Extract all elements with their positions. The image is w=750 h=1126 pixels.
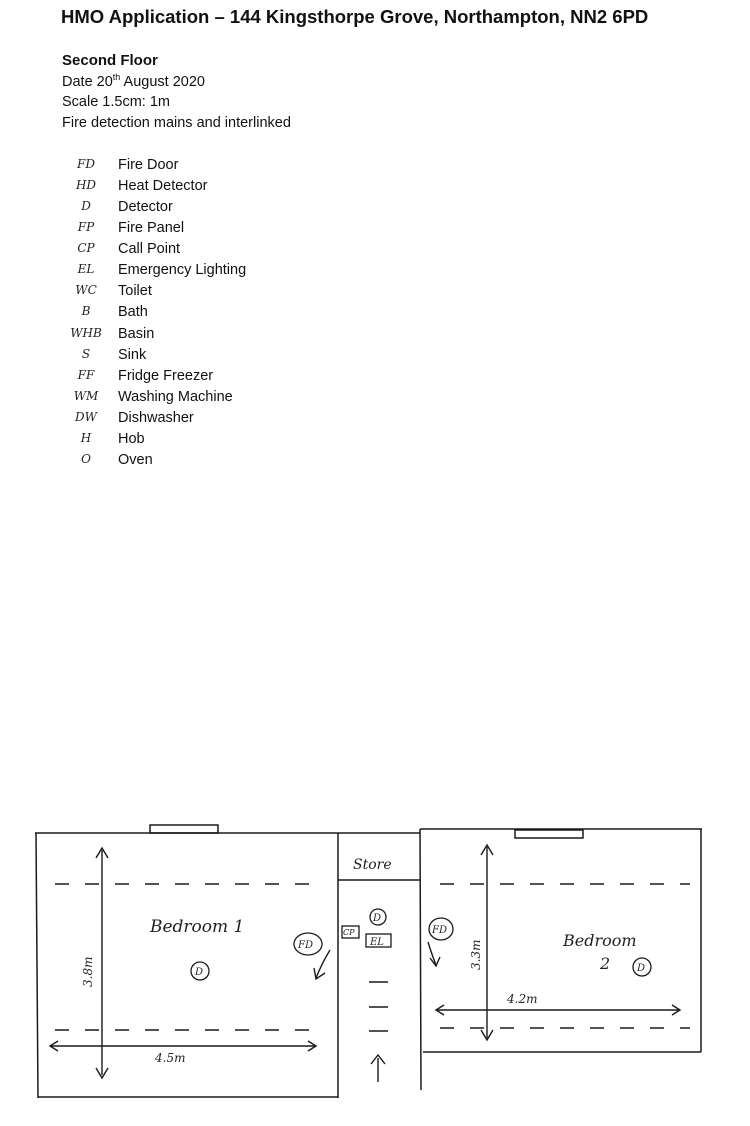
- legend-code: EL: [77, 262, 95, 276]
- legend-label: Heat Detector: [118, 178, 208, 194]
- legend-label: Fire Door: [118, 157, 179, 173]
- legend-item: WC Toilet: [60, 283, 360, 303]
- legend-item: CP Call Point: [60, 241, 360, 261]
- fire-door-symbol: [428, 917, 454, 941]
- legend-label: Basin: [118, 326, 155, 342]
- legend-item: EL Emergency Lighting: [60, 262, 360, 282]
- legend-label: Fridge Freezer: [118, 368, 214, 384]
- emergency-light-symbol: [365, 933, 392, 948]
- date-line: Date 20th August 2020: [62, 72, 205, 90]
- dimension-arrowhead: [48, 1040, 59, 1052]
- call-point-symbol: [341, 925, 360, 939]
- legend-item: O Oven: [60, 452, 360, 472]
- plan-wall: [419, 828, 422, 1091]
- legend-label: Sink: [118, 347, 147, 363]
- bedroom1-label: Bedroom 1: [149, 917, 244, 937]
- legend-label: Hob: [118, 431, 145, 447]
- legend-code: WM: [73, 389, 99, 403]
- stair-arrow-head: [370, 1053, 386, 1065]
- legend-label: Detector: [118, 199, 173, 215]
- fire-door-label: FD: [297, 940, 313, 951]
- legend-label: Emergency Lighting: [118, 262, 247, 278]
- legend-item: WM Washing Machine: [60, 389, 360, 409]
- dimension-arrowhead: [95, 1067, 109, 1080]
- legend-code: S: [81, 347, 91, 361]
- legend-code: B: [81, 304, 91, 318]
- fire-door-symbol: [293, 932, 323, 956]
- fire-door-label: FD: [431, 925, 447, 936]
- legend-label: Bath: [118, 304, 148, 320]
- date-prefix: Date 20: [62, 73, 113, 90]
- legend-item: DW Dishwasher: [60, 410, 360, 430]
- dimension-arrowhead: [434, 1004, 445, 1016]
- dimension-arrowhead: [671, 1004, 682, 1016]
- dimension-arrowhead: [480, 1029, 494, 1042]
- bedroom2-width: 4.2m: [506, 992, 537, 1006]
- legend-code: FD: [77, 157, 95, 171]
- legend-item: H Hob: [60, 431, 360, 451]
- legend-code: HD: [75, 178, 97, 192]
- legend-item: S Sink: [60, 347, 360, 367]
- page-title: HMO Application – 144 Kingsthorpe Grove,…: [61, 6, 649, 27]
- legend-item: WHB Basin: [60, 326, 360, 346]
- door-swing-arrow: [315, 949, 331, 979]
- floor-heading: Second Floor: [62, 52, 158, 69]
- dimension-arrowhead: [307, 1040, 318, 1052]
- legend-item: D Detector: [60, 199, 360, 219]
- legend-item: FP Fire Panel: [60, 220, 360, 240]
- legend-code: H: [80, 431, 92, 445]
- plan-wall: [35, 832, 39, 1099]
- window: [514, 829, 584, 839]
- legend-label: Call Point: [118, 241, 181, 257]
- detector-label: D: [194, 967, 203, 978]
- bedroom1-width: 4.5m: [154, 1051, 185, 1065]
- window: [149, 824, 219, 834]
- door-swing-arrow-head: [429, 956, 441, 968]
- legend-label: Dishwasher: [118, 410, 194, 426]
- date-suffix: August 2020: [120, 73, 205, 90]
- date-ordinal: th: [112, 72, 121, 82]
- legend-code: CP: [77, 241, 95, 255]
- call-point-label: CP: [343, 928, 355, 937]
- legend-code: DW: [75, 410, 97, 424]
- legend-label: Washing Machine: [118, 389, 233, 405]
- legend-code: WC: [75, 283, 97, 297]
- bedroom1-depth: 3.8m: [81, 957, 95, 987]
- detection-note: Fire detection mains and interlinked: [62, 115, 291, 131]
- legend-code: D: [81, 199, 91, 213]
- legend-label: Oven: [118, 452, 153, 468]
- detector-label: D: [636, 963, 645, 974]
- legend-code: FF: [77, 368, 95, 382]
- bedroom2-label: Bedroom: [562, 931, 637, 950]
- emergency-light-label: EL: [369, 937, 384, 948]
- detector-symbol: [190, 961, 210, 981]
- legend-item: HD Heat Detector: [60, 178, 360, 198]
- detector-symbol: [369, 908, 387, 926]
- detector-label: D: [372, 913, 381, 924]
- dimension-arrowhead: [95, 846, 109, 859]
- dimension-arrowhead: [480, 843, 494, 856]
- store-label: Store: [353, 857, 392, 873]
- scale-line: Scale 1.5cm: 1m: [62, 94, 170, 110]
- legend-code: WHB: [70, 326, 102, 340]
- door-swing-arrow: [427, 941, 437, 966]
- door-swing-arrow-head: [313, 967, 326, 981]
- legend-label: Toilet: [118, 283, 152, 299]
- legend-code: O: [81, 452, 91, 466]
- legend-item: FD Fire Door: [60, 157, 360, 177]
- bedroom2-depth: 3.3m: [469, 940, 483, 970]
- legend-item: B Bath: [60, 304, 360, 324]
- detector-symbol: [632, 957, 652, 977]
- legend-label: Fire Panel: [118, 220, 185, 236]
- legend-item: FF Fridge Freezer: [60, 368, 360, 388]
- legend-code: FP: [77, 220, 95, 234]
- bedroom2-number: 2: [599, 954, 610, 973]
